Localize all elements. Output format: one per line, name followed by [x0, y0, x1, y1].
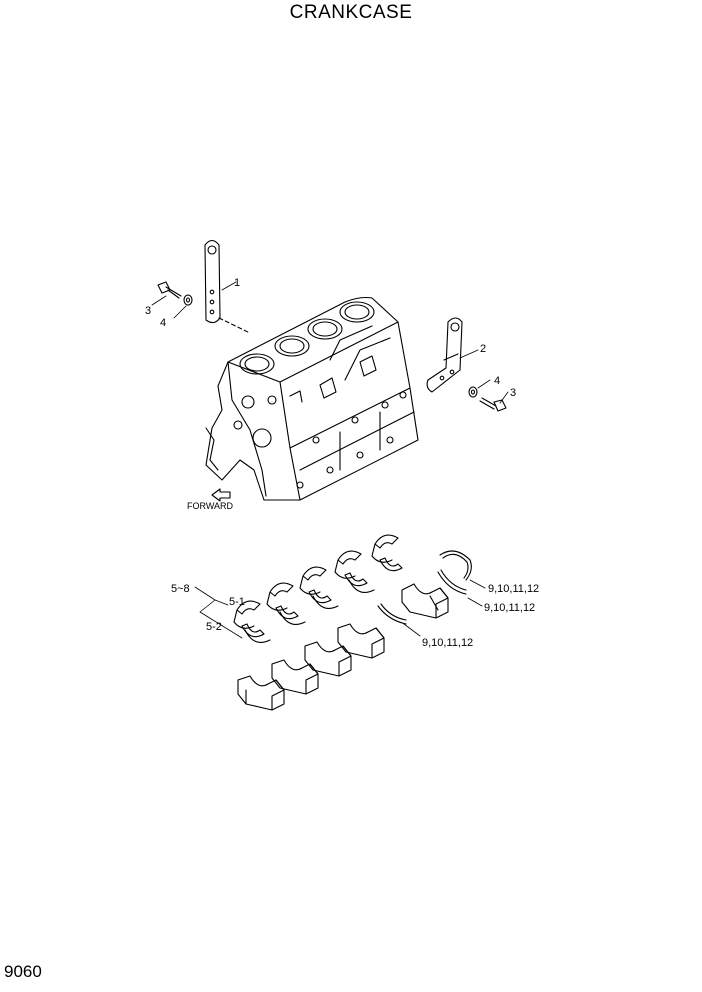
callout-5-2: 5-2	[206, 621, 222, 633]
callout-5-8: 5~8	[171, 583, 190, 595]
callout-5-1: 5-1	[229, 596, 245, 608]
leader-lines	[151, 281, 509, 639]
callout-4-right: 4	[494, 375, 500, 387]
engine-block	[205, 296, 419, 501]
callout-9-12-a: 9,10,11,12	[488, 583, 539, 595]
callout-3-right: 3	[510, 387, 516, 399]
lifting-bracket-2	[426, 317, 463, 393]
bolt-3-left	[157, 281, 182, 299]
forward-arrow-icon	[211, 488, 231, 502]
washer-4-left	[183, 294, 193, 306]
callout-1: 1	[234, 277, 240, 289]
forward-label: FORWARD	[187, 501, 233, 511]
callout-9-12-b: 9,10,11,12	[484, 602, 535, 614]
lower-bearing-shells	[241, 557, 403, 643]
callout-3-left: 3	[145, 305, 151, 317]
washer-4-right	[468, 386, 478, 398]
bolt-3-right	[479, 397, 507, 412]
upper-bearing-shells	[233, 534, 399, 629]
lifting-bracket-1	[204, 239, 251, 334]
page-title: CRANKCASE	[289, 2, 413, 23]
callout-2: 2	[480, 343, 486, 355]
bearing-caps	[237, 583, 449, 711]
page-number: 9060	[4, 962, 42, 981]
callout-4-left: 4	[160, 317, 166, 329]
callout-9-12-c: 9,10,11,12	[422, 637, 473, 649]
thrust-washers	[377, 550, 472, 625]
